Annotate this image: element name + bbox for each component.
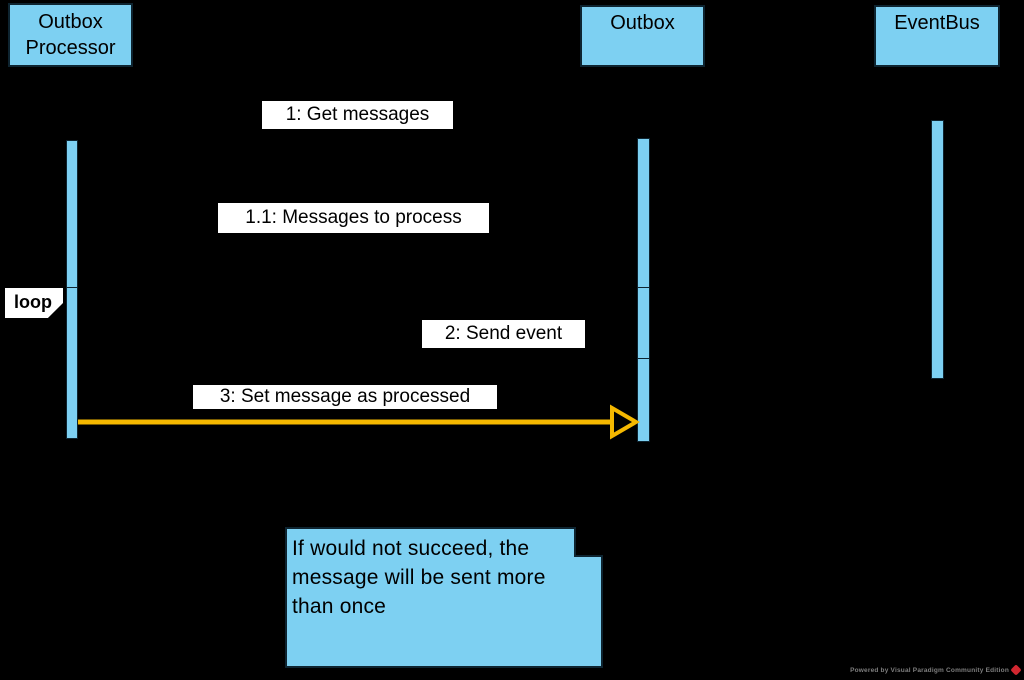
participant-eventbus: EventBus [874,5,1000,67]
activation-outbox-3 [637,358,650,442]
note-text: If would not succeed, the message will b… [292,534,582,621]
participant-label: Outbox Processor [25,11,116,59]
message-send-event-label: 2: Send event [422,320,585,348]
open-arrowhead-icon [610,404,640,440]
note-line: If would not succeed, the [292,537,530,560]
activation-outbox-1 [637,138,650,288]
watermark-text: Powered by Visual Paradigm Community Edi… [850,666,1009,674]
loop-label-text: loop [14,292,52,312]
note-line: than once [292,595,387,618]
note-shape [285,527,603,668]
activation-eventbus [931,120,944,379]
participant-outbox: Outbox [580,5,705,67]
participant-outbox-processor: Outbox Processor [8,3,133,67]
participant-label: EventBus [894,12,980,34]
note-line: message will be sent more [292,566,546,589]
visual-paradigm-logo-icon [1010,664,1022,676]
loop-fragment-label: loop [5,288,63,318]
message-messages-to-process-label: 1.1: Messages to process [218,203,489,233]
activation-outbox-2 [637,287,650,359]
participant-label: Outbox [610,12,675,34]
message-set-processed-label: 3: Set message as processed [193,385,497,409]
activation-outbox-processor-1 [66,140,78,288]
message-get-messages-label: 1: Get messages [262,101,453,129]
note-body [285,527,603,668]
set-processed-message-arrow [78,404,640,440]
activation-outbox-processor-2 [66,287,78,439]
watermark: Powered by Visual Paradigm Community Edi… [850,664,1022,676]
